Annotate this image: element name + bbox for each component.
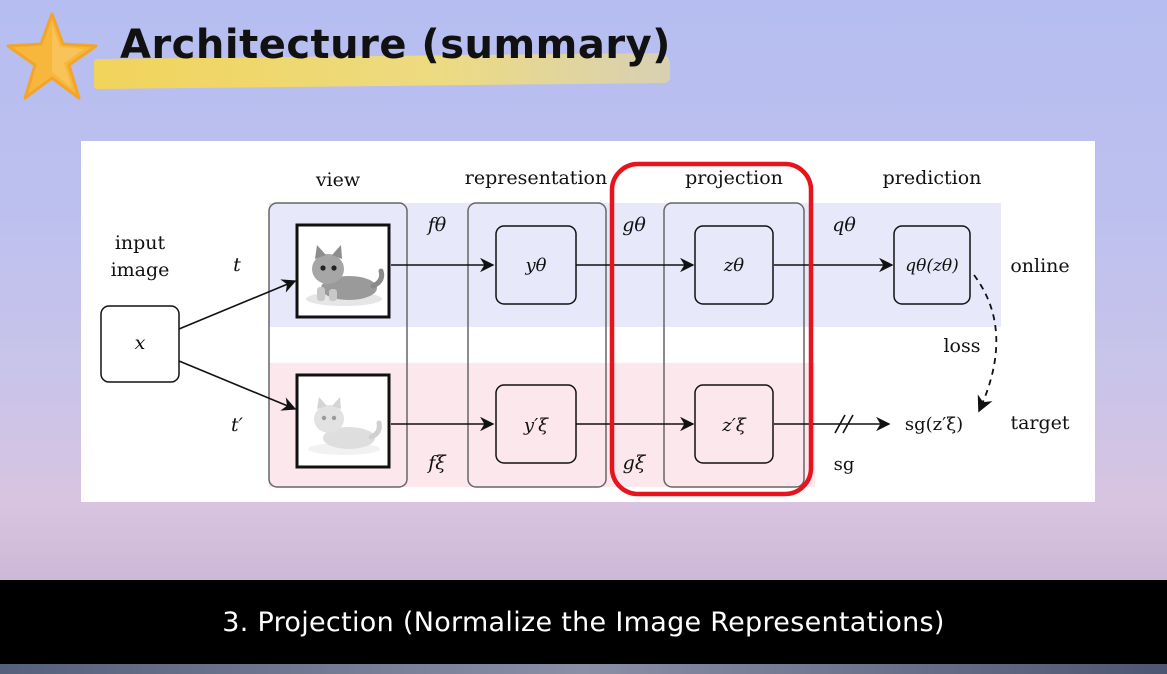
arrow-input-online [178,279,297,330]
arrow-input-target [178,360,297,411]
proj-target-label: z′ξ [721,415,747,436]
sg-output-label: sg(z′ξ) [905,414,963,435]
target-label: target [1010,412,1069,434]
pred-online-label: qθ(zθ) [905,256,959,276]
sg-label: sg [834,454,855,475]
encoder-target-label: fξ [426,452,447,474]
view-column [268,202,408,488]
target-view-image [295,373,391,469]
stage-label-representation: representation [465,167,607,189]
stop-gradient-slash-2 [842,414,854,434]
loss-label: loss [943,335,980,357]
input-label-line1: input [115,232,166,254]
pred-online-node [893,225,971,305]
input-node-label: x [135,332,146,354]
encoder-online-label: fθ [426,214,447,236]
rep-target-label: y′ξ [523,415,549,436]
title-area: Architecture (summary) [0,0,700,110]
online-view-image [295,223,391,319]
star-icon [6,12,98,100]
caption-bar: 3. Projection (Normalize the Image Repre… [0,580,1167,664]
proj-fn-target-label: gξ [623,452,647,474]
proj-online-label: zθ [723,255,744,276]
input-node [100,305,180,383]
aug-online-label: t [233,254,241,276]
pred-fn-label: qθ [832,214,856,236]
aug-target-label: t′ [231,414,244,436]
stage-label-view: view [315,169,361,191]
online-label: online [1010,255,1069,277]
bottom-strip [0,664,1167,674]
slide-title: Architecture (summary) [120,22,671,68]
rep-target-node [495,384,577,464]
projection-column [663,202,805,488]
proj-online-node [694,225,774,305]
stage-label-projection: projection [685,167,783,189]
proj-target-node [694,384,774,464]
stage-label-prediction: prediction [883,167,982,189]
architecture-diagram: view representation projection predictio… [100,161,1070,497]
representation-column [467,202,607,488]
loss-arrow [973,274,998,413]
projection-highlight [609,161,814,497]
rep-online-node [495,225,577,305]
diagram-panel: view representation projection predictio… [81,141,1095,502]
input-label-line2: image [111,259,170,281]
rep-online-label: yθ [524,255,546,276]
stop-gradient-slash-1 [834,414,846,434]
slide-caption: 3. Projection (Normalize the Image Repre… [222,606,945,638]
proj-fn-online-label: gθ [622,214,646,236]
